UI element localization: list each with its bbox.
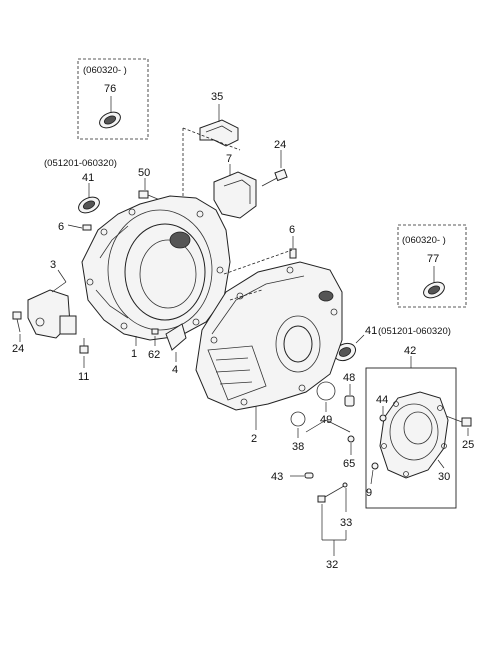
callout-3: 3 bbox=[50, 259, 56, 271]
plug-48 bbox=[344, 384, 355, 407]
variant-box-77: (060320- ) bbox=[397, 224, 467, 308]
callout-33: 33 bbox=[340, 517, 352, 529]
bracket-35 bbox=[199, 104, 239, 147]
callout-43: 43 bbox=[271, 471, 283, 483]
bolt-50 bbox=[138, 178, 161, 201]
pin-6-left bbox=[67, 224, 92, 231]
callout-65: 65 bbox=[343, 458, 355, 470]
seal-77 bbox=[423, 266, 445, 299]
pin-43 bbox=[290, 472, 314, 479]
bolt-25 bbox=[445, 415, 472, 436]
plug-9 bbox=[370, 462, 379, 485]
callout-38: 38 bbox=[292, 441, 304, 453]
callout-6-right: 6 bbox=[289, 224, 295, 236]
callout-30: 30 bbox=[438, 471, 450, 483]
converter-housing-1 bbox=[81, 195, 231, 346]
callout-76: 76 bbox=[104, 83, 116, 95]
callout-2: 2 bbox=[251, 433, 257, 445]
callout-24-left: 24 bbox=[12, 343, 24, 355]
callout-7: 7 bbox=[226, 153, 232, 165]
seal-41-upper bbox=[78, 183, 100, 214]
callout-35: 35 bbox=[211, 91, 223, 103]
variant-box-76: (060320- ) bbox=[77, 58, 149, 140]
pin-62 bbox=[151, 328, 159, 346]
deflector-4 bbox=[165, 323, 187, 362]
o-ring-38 bbox=[290, 411, 306, 438]
callout-62: 62 bbox=[148, 349, 160, 361]
side-cover-30 bbox=[379, 391, 449, 479]
seal-76 bbox=[99, 96, 121, 129]
callout-41-right: 41 bbox=[365, 325, 377, 337]
pin-6-right bbox=[289, 236, 297, 259]
cover-group-box-42 bbox=[365, 356, 457, 509]
callout-50: 50 bbox=[138, 167, 150, 179]
callout-49: 49 bbox=[320, 414, 332, 426]
date-range-77: (060320- ) bbox=[402, 235, 446, 246]
callout-77: 77 bbox=[427, 253, 439, 265]
callout-25: 25 bbox=[462, 439, 474, 451]
callout-6-left: 6 bbox=[58, 221, 64, 233]
callout-44: 44 bbox=[376, 394, 388, 406]
callout-4: 4 bbox=[172, 364, 178, 376]
callout-32: 32 bbox=[326, 559, 338, 571]
callout-9: 9 bbox=[366, 487, 372, 499]
bolt-24-left bbox=[12, 311, 22, 342]
bracket-7 bbox=[213, 164, 257, 219]
bolt-11 bbox=[79, 338, 89, 368]
bolt-24-upper bbox=[261, 150, 288, 187]
callout-labels: 76 35 24 7 50 (051201-060320) 41 6 6 3 2… bbox=[12, 83, 474, 571]
callout-42: 42 bbox=[404, 345, 416, 357]
callout-11: 11 bbox=[78, 371, 89, 383]
callout-48: 48 bbox=[343, 372, 355, 384]
o-ring-49 bbox=[316, 381, 336, 412]
date-range-41-upper: (051201-060320) bbox=[44, 158, 117, 169]
date-range-41-right: (051201-060320) bbox=[378, 326, 451, 337]
pin-44 bbox=[379, 406, 387, 422]
plug-65 bbox=[347, 435, 355, 455]
callout-1: 1 bbox=[131, 348, 137, 360]
bracket-3 bbox=[27, 269, 77, 339]
callout-24-upper: 24 bbox=[274, 139, 286, 151]
bolt-33 bbox=[317, 482, 348, 556]
date-range-76: (060320- ) bbox=[83, 65, 127, 76]
callout-41-upper: 41 bbox=[82, 172, 94, 184]
